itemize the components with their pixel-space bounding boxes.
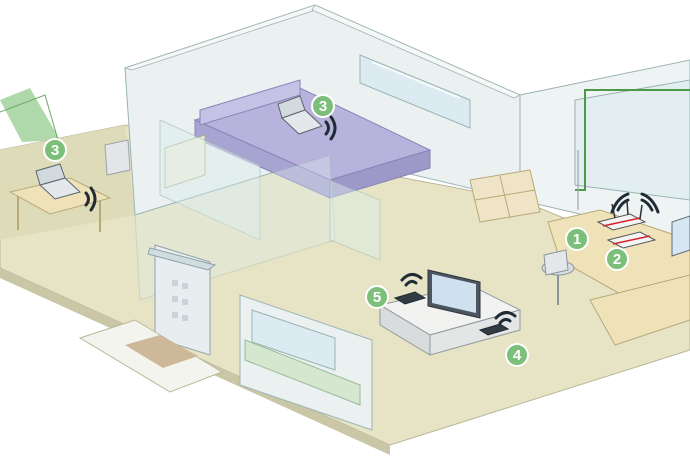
tv-stand-side: [379, 304, 431, 356]
marker-3-bedroom-label: 3: [319, 98, 327, 115]
door-panel-3: [172, 296, 178, 302]
game-console: [393, 291, 427, 305]
bedroom-window: [359, 54, 471, 129]
glass-partition-3: [329, 179, 381, 261]
tv-screen: [432, 274, 476, 313]
glass-partition-1: [159, 119, 261, 241]
router-antenna-2: [626, 200, 629, 216]
wifi-signal-icon: [84, 115, 660, 325]
door-panel-1: [172, 280, 178, 286]
marker-4: 4: [505, 343, 529, 367]
garden-plant-stems: [0, 94, 59, 141]
bed-headboard: [199, 79, 301, 126]
garden-plant: [0, 88, 60, 142]
router-antenna-3: [639, 204, 643, 220]
desk-return: [589, 274, 690, 346]
door-panel-2: [182, 283, 188, 289]
marker-4-label: 4: [513, 347, 522, 364]
office-monitor: [671, 215, 690, 257]
window-glare: [371, 61, 461, 99]
marker-2: 2: [605, 247, 629, 271]
living-window: [251, 309, 336, 371]
laptop-dining-screen: [35, 163, 66, 186]
marker-5: 5: [365, 285, 389, 309]
bed-front: [194, 119, 331, 199]
office-window: [574, 79, 690, 201]
marker-3-dining: 3: [43, 138, 67, 162]
sofa: [244, 339, 361, 406]
door-canopy: [147, 247, 217, 271]
media-player: [478, 323, 510, 336]
marker-3-dining-label: 3: [51, 142, 59, 159]
shelf-divider: [499, 175, 511, 219]
office-chair-back: [543, 249, 569, 276]
router-red-stripe: [602, 217, 641, 227]
door-panel-4: [182, 299, 188, 305]
doormat: [125, 335, 198, 368]
marker-3-bedroom: 3: [311, 94, 335, 118]
wall-top-2: [311, 4, 521, 99]
router2-red-stripe: [612, 235, 651, 245]
marker-5-label: 5: [373, 289, 381, 306]
marker-1-label: 1: [573, 231, 581, 248]
dining-chair: [104, 139, 131, 176]
network-cable: [575, 89, 690, 191]
door-panel-5: [172, 312, 178, 318]
marker-2-label: 2: [613, 251, 621, 268]
door-panel-6: [182, 315, 188, 321]
marker-1: 1: [565, 227, 589, 251]
laptop-bedroom-screen: [277, 95, 306, 119]
